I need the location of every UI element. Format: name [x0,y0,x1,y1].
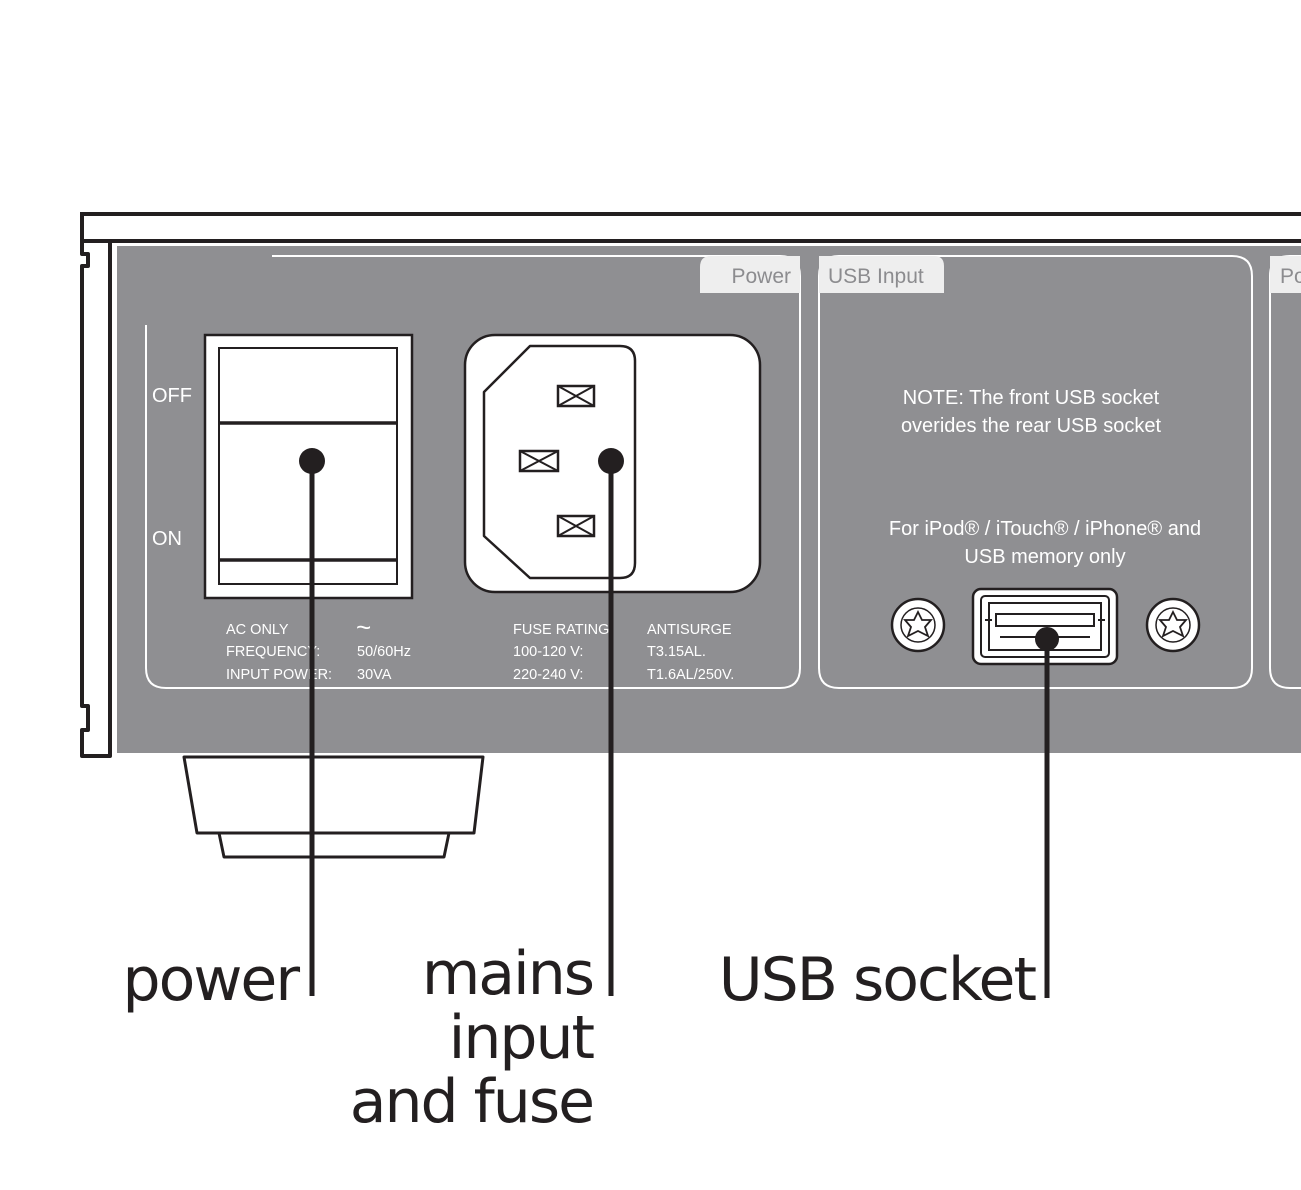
chassis-side [80,239,112,758]
callout-mains-line2: input [449,1003,595,1073]
ac-only-label: AC ONLY [226,622,289,638]
inlet-pin-earth [556,384,596,408]
fuse-rating-value: ANTISURGE [647,622,732,638]
leader-usb [1035,627,1059,998]
callout-mains-line1: mains [422,939,593,1009]
inlet-pin-live [518,449,560,473]
voltage-100-label: 100-120 V: [513,644,583,660]
voltage-220-value: T1.6AL/250V. [647,667,734,683]
frequency-label: FREQUENCY: [226,644,320,660]
frequency-value: 50/60Hz [357,644,411,660]
leader-power [299,448,325,996]
usb-note-line1: NOTE: The front USB socket [903,387,1160,409]
screw-right [1145,597,1201,653]
power-section-tab: Power [731,265,791,288]
chassis-foot [182,755,485,859]
usb-compat-line1: For iPod® / iTouch® / iPhone® and [889,518,1201,540]
chassis-top [80,212,1301,243]
fuse-rating-label: FUSE RATING: [513,622,613,638]
switch-off-label: OFF [152,385,192,407]
ac-symbol: ~ [356,612,371,642]
callout-mains-line3: and fuse [350,1067,593,1137]
callout-power: power [123,945,301,1015]
voltage-100-value: T3.15AL. [647,644,706,660]
next-section-tab: Po [1280,265,1301,288]
leader-mains [598,448,624,996]
inlet-pin-neutral [556,514,596,538]
voltage-220-label: 220-240 V: [513,667,583,683]
usb-note-line2: overides the rear USB socket [901,415,1162,437]
callout-usb: USB socket [719,945,1037,1015]
usb-compat-line2: USB memory only [964,546,1125,568]
next-section: Po [1269,255,1301,689]
usb-section-tab: USB Input [828,265,924,288]
input-power-label: INPUT POWER: [226,667,332,683]
input-power-value: 30VA [357,667,392,683]
screw-left [890,597,946,653]
switch-on-label: ON [152,528,182,550]
